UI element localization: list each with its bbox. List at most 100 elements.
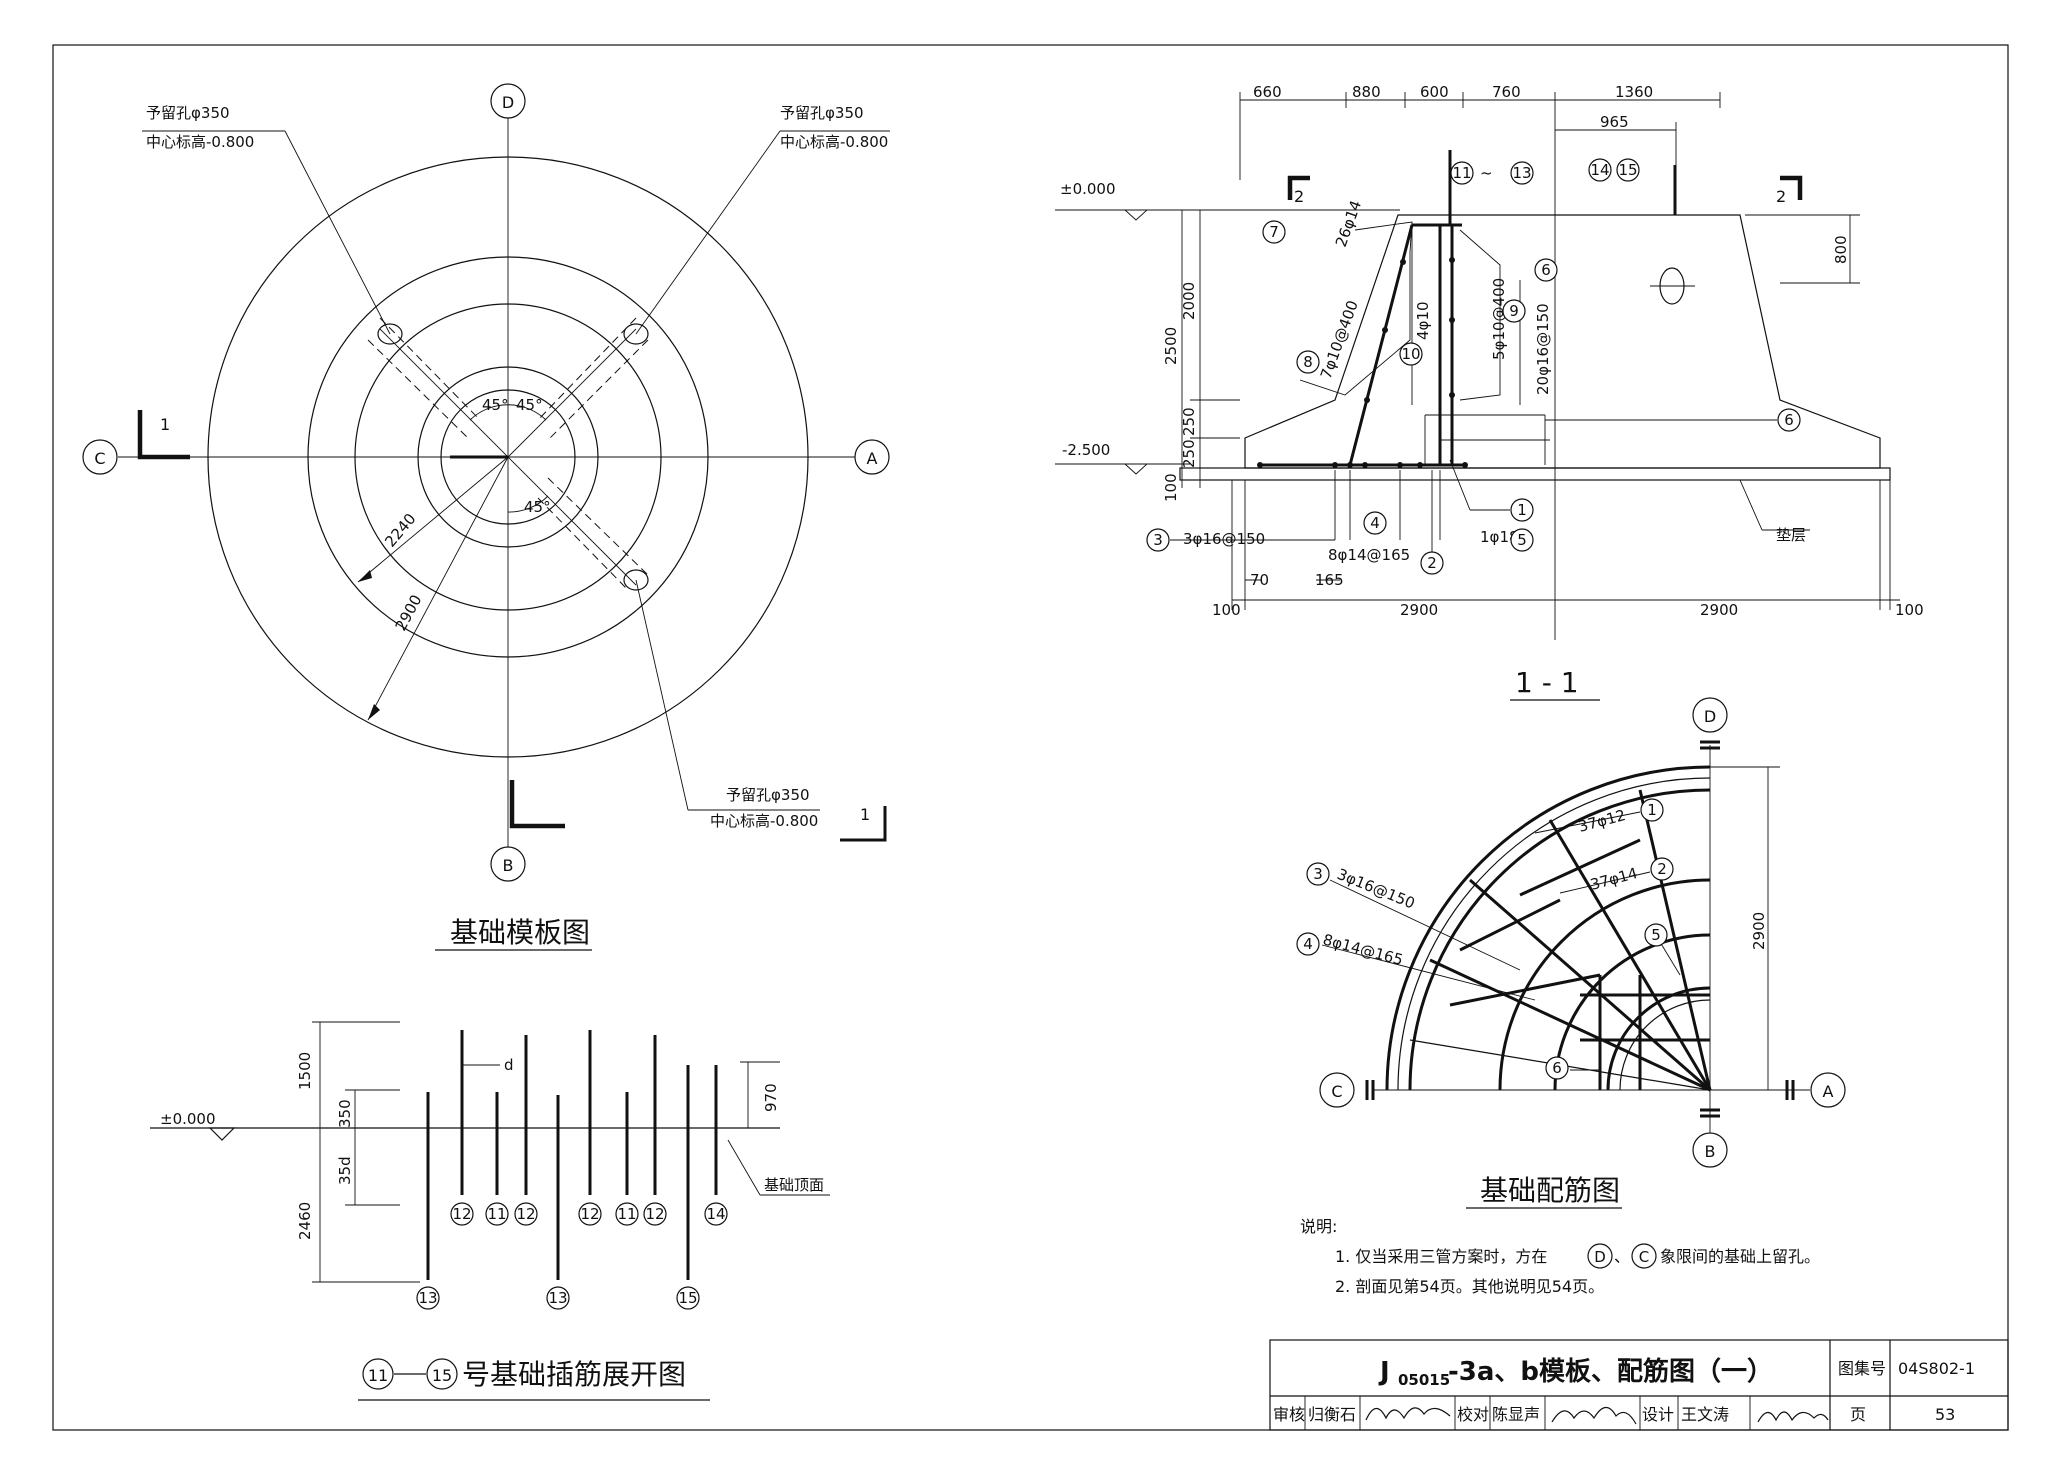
rebar-ring-2 [1397,777,1711,1091]
dowel-dim-2460: 2460 [296,1202,314,1240]
radius-2240-line [357,456,509,583]
dowel-tag: 12 [450,1202,474,1226]
rebar-dot [1462,462,1468,468]
hole-elev-ne: 中心标高-0.800 [780,133,888,151]
rebar-tag-5: 5 [1644,923,1668,947]
design-name: 王文涛 [1681,1405,1729,1424]
side-dim-2500: 2500 [1162,327,1180,365]
rebar-label-2: 37φ14 [1588,864,1639,894]
dowel-elev: ±0.000 [160,1110,216,1128]
sloped-rebar [1348,224,1414,466]
cross-bar [1519,838,1641,897]
right-dim-800: 800 [1832,235,1850,264]
dowel-tag: 11 [485,1202,509,1226]
svg-text:5: 5 [1517,531,1527,549]
rebar-dot [1362,462,1368,468]
section-tag-3: 3 [1146,528,1170,552]
dowel-diagram [150,1021,830,1283]
radial-bar [1469,878,1711,1092]
angle-label-3: 45° [524,498,551,516]
svg-text:1. 仅当采用三管方案时，方在: 1. 仅当采用三管方案时，方在 [1335,1247,1547,1266]
rebar-title: 基础配筋图 [1480,1174,1620,1207]
section-title: 1 - 1 [1515,666,1579,699]
section-view [1055,92,1900,640]
rebar-tag-2: 2 [1650,857,1674,881]
svg-text:15: 15 [1618,161,1637,179]
dowel-tag: 11 [615,1202,639,1226]
section-tag-5: 5 [1510,528,1534,552]
section-tag-11: 11 [1450,161,1474,185]
cross-bar [1449,973,1601,1007]
leader-se [635,579,689,811]
top-dim-660: 660 [1253,83,1282,101]
rebar-7-outline [1299,221,1413,396]
section-tag-15: 15 [1616,158,1640,182]
svg-text:号基础插筋展开图: 号基础插筋展开图 [462,1358,686,1391]
section-mark-label-left: 1 [160,415,170,434]
top-dim-880: 880 [1352,83,1381,101]
svg-text:11: 11 [617,1205,636,1223]
check-name: 陈显声 [1492,1405,1540,1424]
hole-label-nw: 予留孔φ350 [146,104,230,122]
dowel-dim-350-label: 350 [336,1099,354,1128]
angle-label-1: 45° [482,396,509,414]
svg-text:C: C [1639,1248,1649,1266]
svg-text:12: 12 [580,1205,599,1223]
bottom-dim-100-left: 100 [1212,601,1241,619]
section-tag-7: 7 [1262,220,1286,244]
cut-mark-right [1780,175,1803,200]
svg-text:1: 1 [1647,801,1657,819]
dowel-top-label: 基础顶面 [764,1176,824,1194]
signature-design [1757,1411,1829,1423]
svg-text:13: 13 [418,1289,437,1307]
rebar-dot [1382,327,1388,333]
dim-965: 965 [1600,113,1629,131]
dowel-dim-1500: 1500 [296,1052,314,1090]
dowel-tag: 15 [676,1286,700,1310]
rebar-bubble-b: B [1692,1132,1728,1168]
svg-text:15: 15 [678,1289,697,1307]
svg-text:8: 8 [1303,353,1313,371]
rebar-label-3: 3φ16@150 [1335,865,1418,912]
svg-text:C: C [94,449,105,468]
section-mark-bottom [509,780,565,829]
title-block [1269,1339,2009,1431]
dowel-tag: 13 [546,1286,570,1310]
svg-text:C: C [1331,1082,1342,1101]
svg-text:15: 15 [432,1366,452,1385]
top-dim-760: 760 [1492,83,1521,101]
rebar-ring-7 [1619,999,1711,1091]
notes-line-2: 2. 剖面见第54页。其他说明见54页。 [1335,1277,1604,1296]
svg-text:D: D [502,93,514,112]
dowel-title: 11 15 号基础插筋展开图 [358,1358,710,1401]
svg-text:4: 4 [1370,514,1380,532]
dim-70: 70 [1250,571,1269,589]
rebar-label-10: 4φ10 [1414,301,1432,340]
elev-bottom: -2.500 [1062,441,1110,459]
dowel-dim-35d-label: 35d [336,1156,354,1185]
svg-text:象限间的基础上留孔。: 象限间的基础上留孔。 [1660,1247,1820,1266]
svg-text:B: B [503,856,514,875]
dowel-tag: 14 [704,1202,728,1226]
plan-bubble-d: D [490,83,526,119]
svg-text:11: 11 [368,1366,388,1385]
rebar-label-4: 8φ14@165 [1328,546,1410,564]
cushion-label: 垫层 [1776,526,1806,544]
hole-dash-3a [547,477,649,576]
svg-text:D: D [1594,1248,1606,1266]
section-mark-left [137,410,190,460]
section-tag-6a: 6 [1534,258,1558,282]
svg-text:D: D [1704,707,1716,726]
dowel-tag: 13 [416,1286,440,1310]
hole-label-ne: 予留孔φ350 [780,104,864,122]
hole-elev-se: 中心标高-0.800 [710,812,818,830]
review-name: 归衡石 [1308,1405,1356,1424]
atlas-number: 04S802-1 [1898,1359,1975,1378]
radial-bar [1548,819,1712,1091]
rebar-tag-1: 1 [1640,798,1664,822]
dowel-dim-970-label: 970 [762,1083,780,1112]
plan-bubble-a: A [854,439,890,475]
section-tag-8: 8 [1296,350,1320,374]
cushion-layer [1179,467,1891,481]
